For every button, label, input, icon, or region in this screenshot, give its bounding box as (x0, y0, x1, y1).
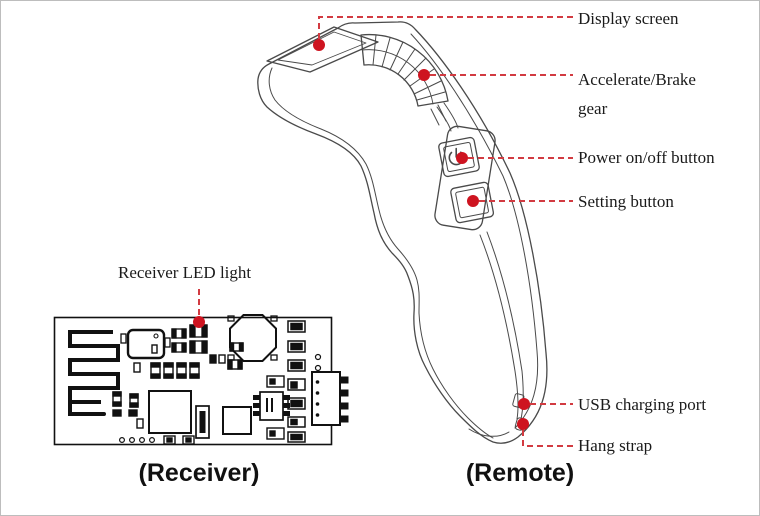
callout-dot-power (456, 152, 468, 164)
capacitor (195, 405, 210, 439)
side-seam-lines (436, 102, 524, 424)
callout-dot-usb (518, 398, 530, 410)
pin-connector (311, 371, 349, 426)
setting-button (450, 181, 495, 224)
callout-dot-display (313, 39, 325, 51)
label-setting-button: Setting button (578, 192, 674, 211)
button-plate (434, 125, 496, 231)
label-receiver-led: Receiver LED light (118, 263, 252, 282)
led-indicators (189, 324, 208, 354)
callout-dot-hang (517, 418, 529, 430)
label-hang-strap: Hang strap (578, 436, 653, 455)
remote-illustration (257, 21, 548, 444)
sot-regulator (253, 391, 290, 421)
callout-line-hang (522, 430, 573, 447)
callout-dot-setting (467, 195, 479, 207)
label-usb-port: USB charging port (578, 395, 707, 414)
accelerate-brake-wheel (360, 33, 449, 126)
test-point-2 (314, 364, 322, 372)
caption-receiver: (Receiver) (138, 459, 260, 487)
small-resistors-top (171, 328, 187, 353)
lower-components (112, 375, 290, 445)
remote-body-outline (257, 21, 548, 444)
label-display-screen: Display screen (578, 9, 679, 28)
callout-lines (198, 16, 573, 447)
callout-dot-accelerate (418, 69, 430, 81)
callout-dot-receiver-led (193, 316, 205, 328)
caption-remote: (Remote) (465, 459, 575, 487)
power-button (438, 136, 480, 178)
remote-inner-right-edge (410, 33, 539, 429)
crystal-octagon (227, 314, 278, 362)
right-resistor-column (287, 320, 306, 443)
rf-chip (120, 328, 171, 360)
test-point-1 (314, 353, 322, 361)
label-power-button: Power on/off button (578, 148, 715, 167)
label-accelerate-brake-line2: gear (578, 99, 608, 118)
remote-inner-contour (268, 67, 494, 439)
secondary-ic (222, 406, 252, 435)
main-ic (148, 390, 192, 434)
receiver-pcb (53, 314, 349, 446)
label-accelerate-brake-line1: Accelerate/Brake (578, 70, 696, 89)
mid-components (133, 342, 244, 379)
callout-dots (193, 39, 530, 430)
antenna-trace (68, 330, 120, 416)
label-accelerate-brake: Accelerate/Brake gear (578, 65, 728, 123)
callout-line-display (318, 16, 573, 39)
remote-bottom-inner-line (468, 428, 510, 437)
